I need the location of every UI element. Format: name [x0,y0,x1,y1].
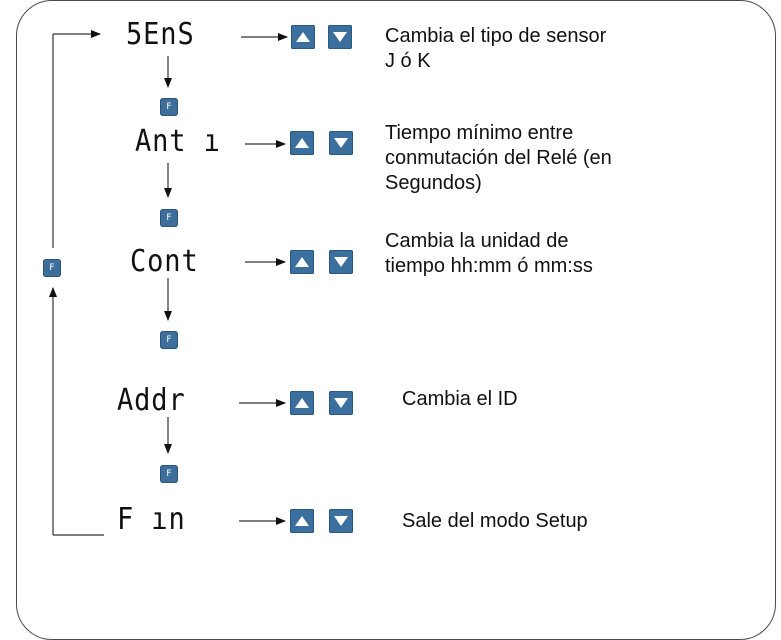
f-key-icon: F [160,465,178,483]
display-code-addr: Addr [117,383,186,418]
down-arrow-button-icon [329,250,353,274]
f-key-icon: F [160,331,178,349]
f-key-icon: F [160,98,178,116]
description-line: Cambia la unidad de [385,230,569,252]
description-line: J ó K [385,50,431,72]
up-arrow-button-icon [290,391,314,415]
description-line: Segundos) [385,172,482,194]
description-line: Sale del modo Setup [402,510,588,532]
description-line: tiempo hh:mm ó mm:ss [385,255,593,277]
display-code-fin: F ın [117,502,186,537]
description-cont: Cambia la unidad de tiempo hh:mm ó mm:ss [385,229,593,279]
description-line: conmutación del Relé (en [385,147,612,169]
down-arrow-button-icon [329,131,353,155]
description-fin: Sale del modo Setup [402,509,588,534]
description-sens: Cambia el tipo de sensor J ó K [385,24,606,74]
display-code-sens: 5EnS [126,17,195,52]
description-line: Cambia el ID [402,388,518,410]
display-code-cont: Cont [130,244,199,279]
f-key-icon: F [43,259,61,277]
description-addr: Cambia el ID [402,387,518,412]
down-arrow-button-icon [329,509,353,533]
description-line: Cambia el tipo de sensor [385,25,607,47]
up-arrow-button-icon [291,25,315,49]
description-anti: Tiempo mínimo entre conmutación del Relé… [385,121,612,196]
down-arrow-button-icon [329,391,353,415]
down-arrow-button-icon [328,25,352,49]
up-arrow-button-icon [290,131,314,155]
up-arrow-button-icon [290,250,314,274]
up-arrow-button-icon [290,509,314,533]
flow-connectors [49,30,288,536]
f-key-icon: F [160,209,178,227]
description-line: Tiempo mínimo entre [385,122,574,144]
display-code-anti: Ant ı [135,124,221,159]
